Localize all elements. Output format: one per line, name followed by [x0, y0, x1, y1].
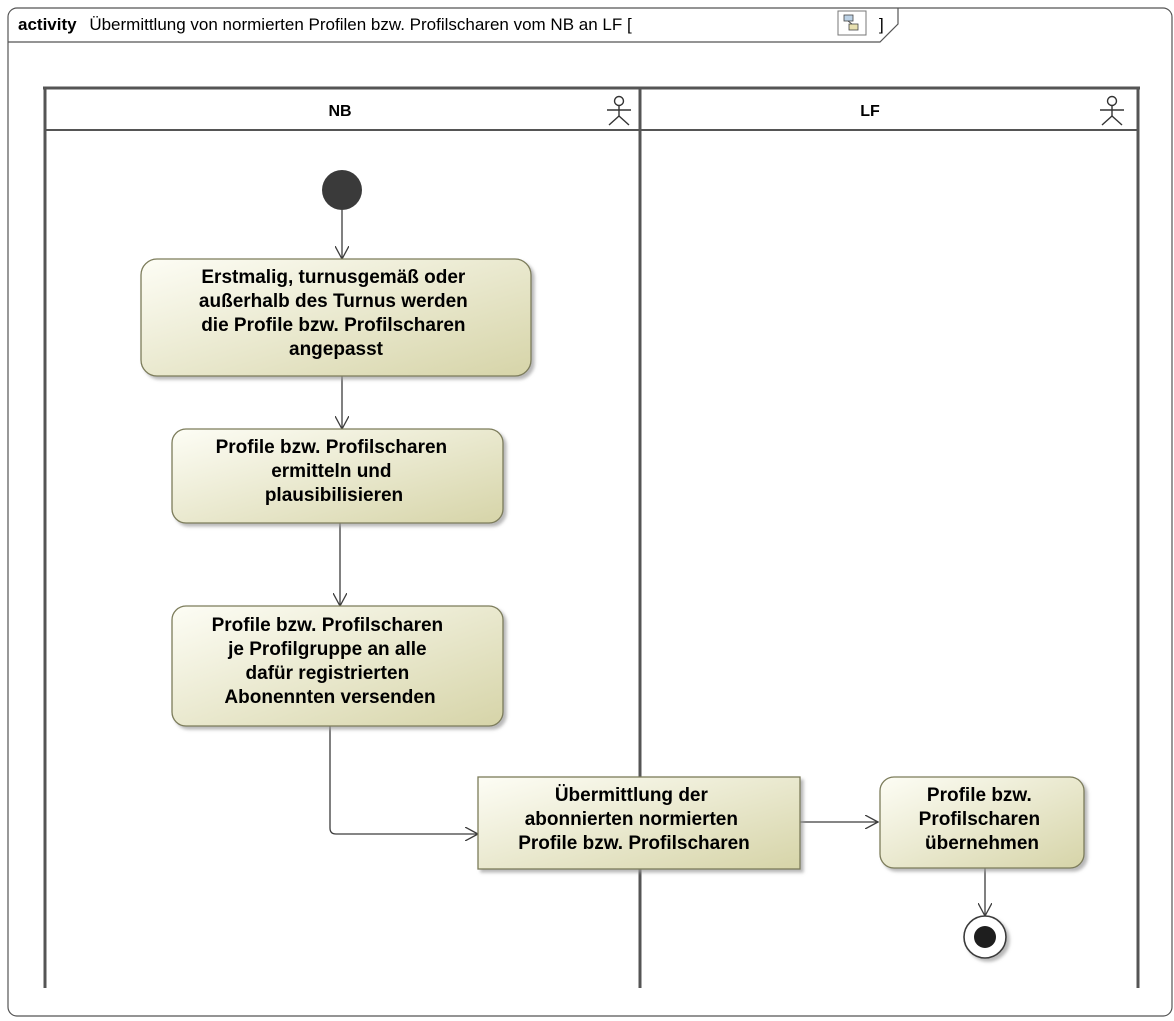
- action-ermitteln-line: ermitteln und: [271, 461, 391, 482]
- swimlanes: [43, 86, 1140, 988]
- svg-text:Erstmalig, turnusgemäß oder: Erstmalig, turnusgemäß oder außerhalb de…: [199, 267, 473, 360]
- svg-text:Profile bzw. Profilscharen: Profile bzw. Profilscharen je Profilgrup…: [212, 615, 449, 708]
- action-uebernehmen-line: übernehmen: [925, 833, 1039, 854]
- control-flows: [329, 210, 985, 916]
- lane-header-lf: LF: [860, 103, 880, 120]
- action-uebernehmen: Profile bzw. Profilscharen übernehmen: [879, 776, 1085, 869]
- frame-title: activity Übermittlung von normierten Pro…: [18, 15, 632, 34]
- action-uebernehmen-line: Profilscharen: [919, 809, 1040, 830]
- flow-a3-a4: [329, 726, 478, 834]
- frame-title-text: Übermittlung von normierten Profilen bzw…: [89, 15, 632, 34]
- action-ermitteln: Profile bzw. Profilscharen ermitteln und…: [171, 428, 504, 524]
- actor-icon: [1100, 95, 1124, 126]
- svg-text:Profile bzw. Profilscharen: Profile bzw. Profilscharen ermitteln und…: [216, 437, 453, 506]
- frame-keyword: activity: [18, 15, 77, 34]
- action-versenden: Profile bzw. Profilscharen je Profilgrup…: [171, 605, 504, 727]
- final-node: [963, 915, 1007, 959]
- actor-icon: [607, 95, 631, 126]
- action-ermitteln-line: Profile bzw. Profilscharen: [216, 437, 448, 458]
- action-versenden-line: je Profilgruppe an alle: [227, 639, 427, 660]
- action-versenden-line: Profile bzw. Profilscharen: [212, 615, 444, 636]
- action-versenden-line: dafür registrierten: [246, 663, 410, 684]
- action-uebermittlung: Übermittlung der abonnierten normierten …: [477, 776, 801, 870]
- action-uebernehmen-line: Profile bzw.: [927, 785, 1032, 806]
- action-anpassen: Erstmalig, turnusgemäß oder außerhalb de…: [140, 258, 532, 377]
- action-ermitteln-line: plausibilisieren: [265, 485, 403, 506]
- lane-header-nb: NB: [328, 103, 351, 120]
- svg-text:Profile bzw. Profilschar: Profile bzw. Profilscharen übernehmen: [919, 785, 1046, 854]
- action-uebermittlung-line: Übermittlung der: [555, 785, 709, 806]
- action-anpassen-line: die Profile bzw. Profilscharen: [201, 315, 465, 336]
- action-anpassen-line: außerhalb des Turnus werden: [199, 291, 468, 312]
- action-anpassen-line: angepasst: [289, 339, 384, 360]
- diagram-icon: [837, 10, 867, 36]
- svg-text:Übermittlung der abonnie: Übermittlung der abonnierten normierten …: [518, 785, 750, 854]
- initial-node: [322, 170, 362, 210]
- frame-title-end: ]: [879, 15, 884, 34]
- frame-title-tab: [8, 8, 899, 43]
- action-uebermittlung-line: Profile bzw. Profilscharen: [518, 833, 750, 854]
- action-uebermittlung-line: abonnierten normierten: [525, 809, 738, 830]
- action-anpassen-line: Erstmalig, turnusgemäß oder: [201, 267, 466, 288]
- action-versenden-line: Abonennten versenden: [224, 687, 435, 708]
